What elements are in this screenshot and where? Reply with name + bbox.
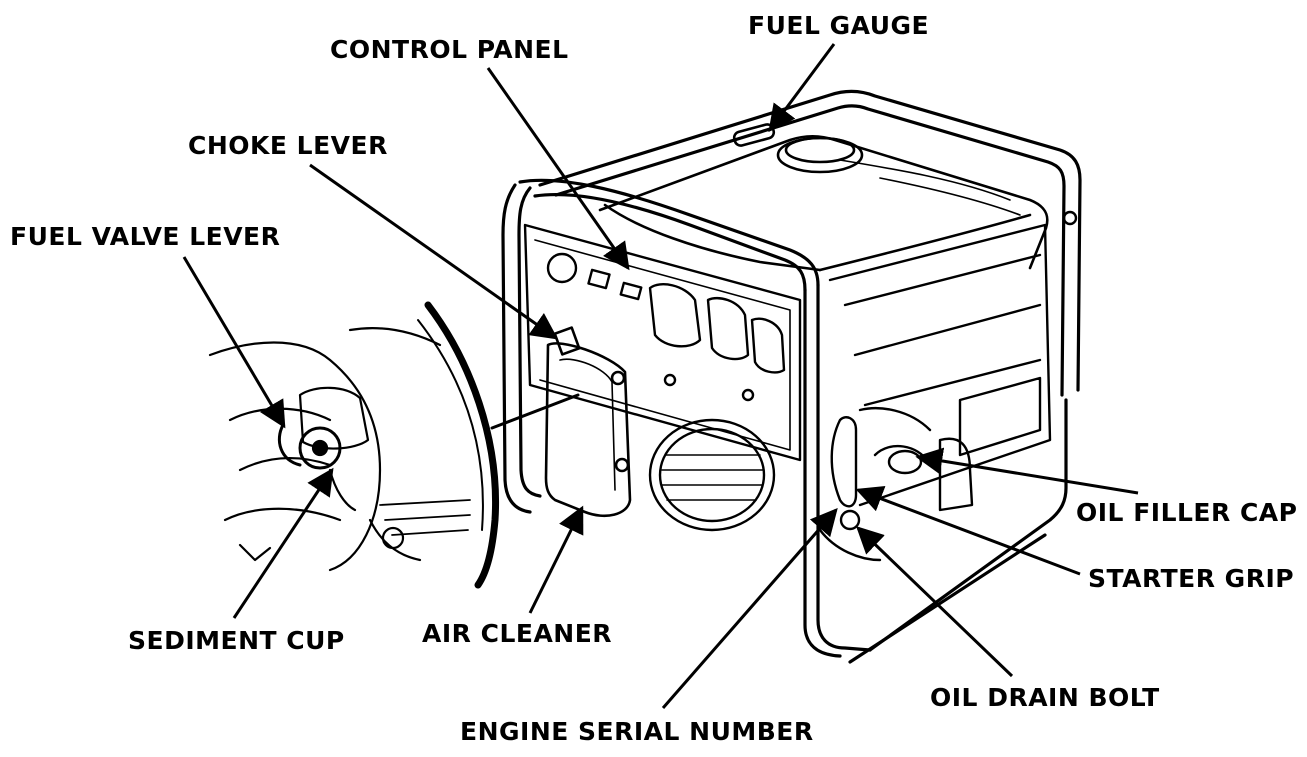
leader-starter-grip <box>855 485 1081 576</box>
label-sediment-cup: SEDIMENT CUP <box>128 626 345 655</box>
leader-air-cleaner <box>528 505 584 614</box>
leader-oil-filler-cap <box>915 447 1139 495</box>
label-air-cleaner: AIR CLEANER <box>422 619 613 648</box>
leader-oil-drain-bolt <box>856 526 1014 678</box>
label-oil-filler-cap: OIL FILLER CAP <box>1076 498 1298 527</box>
label-fuel-gauge: FUEL GAUGE <box>748 11 930 40</box>
label-oil-drain-bolt: OIL DRAIN BOLT <box>930 683 1160 712</box>
leader-lines <box>182 43 1139 709</box>
air-cleaner <box>544 326 632 517</box>
leader-choke-lever <box>309 163 559 340</box>
label-engine-serial-number: ENGINE SERIAL NUMBER <box>460 717 814 746</box>
label-starter-grip: STARTER GRIP <box>1088 564 1295 593</box>
fuel-valve-inset <box>208 327 471 572</box>
label-choke-lever: CHOKE LEVER <box>188 131 388 160</box>
leader-control-panel <box>486 67 630 271</box>
generator-frame <box>501 89 1082 664</box>
leader-engine-serial-number <box>661 507 838 709</box>
label-fuel-valve-lever: FUEL VALVE LEVER <box>10 222 281 251</box>
inset-boundary <box>424 301 500 589</box>
leader-sediment-cup <box>232 467 334 619</box>
control-panel <box>523 223 802 462</box>
engine-block <box>648 407 932 562</box>
leader-fuel-gauge <box>768 43 836 133</box>
label-control-panel: CONTROL PANEL <box>330 35 569 64</box>
leader-fuel-valve-lever <box>182 256 286 429</box>
side-housing <box>828 210 1078 512</box>
